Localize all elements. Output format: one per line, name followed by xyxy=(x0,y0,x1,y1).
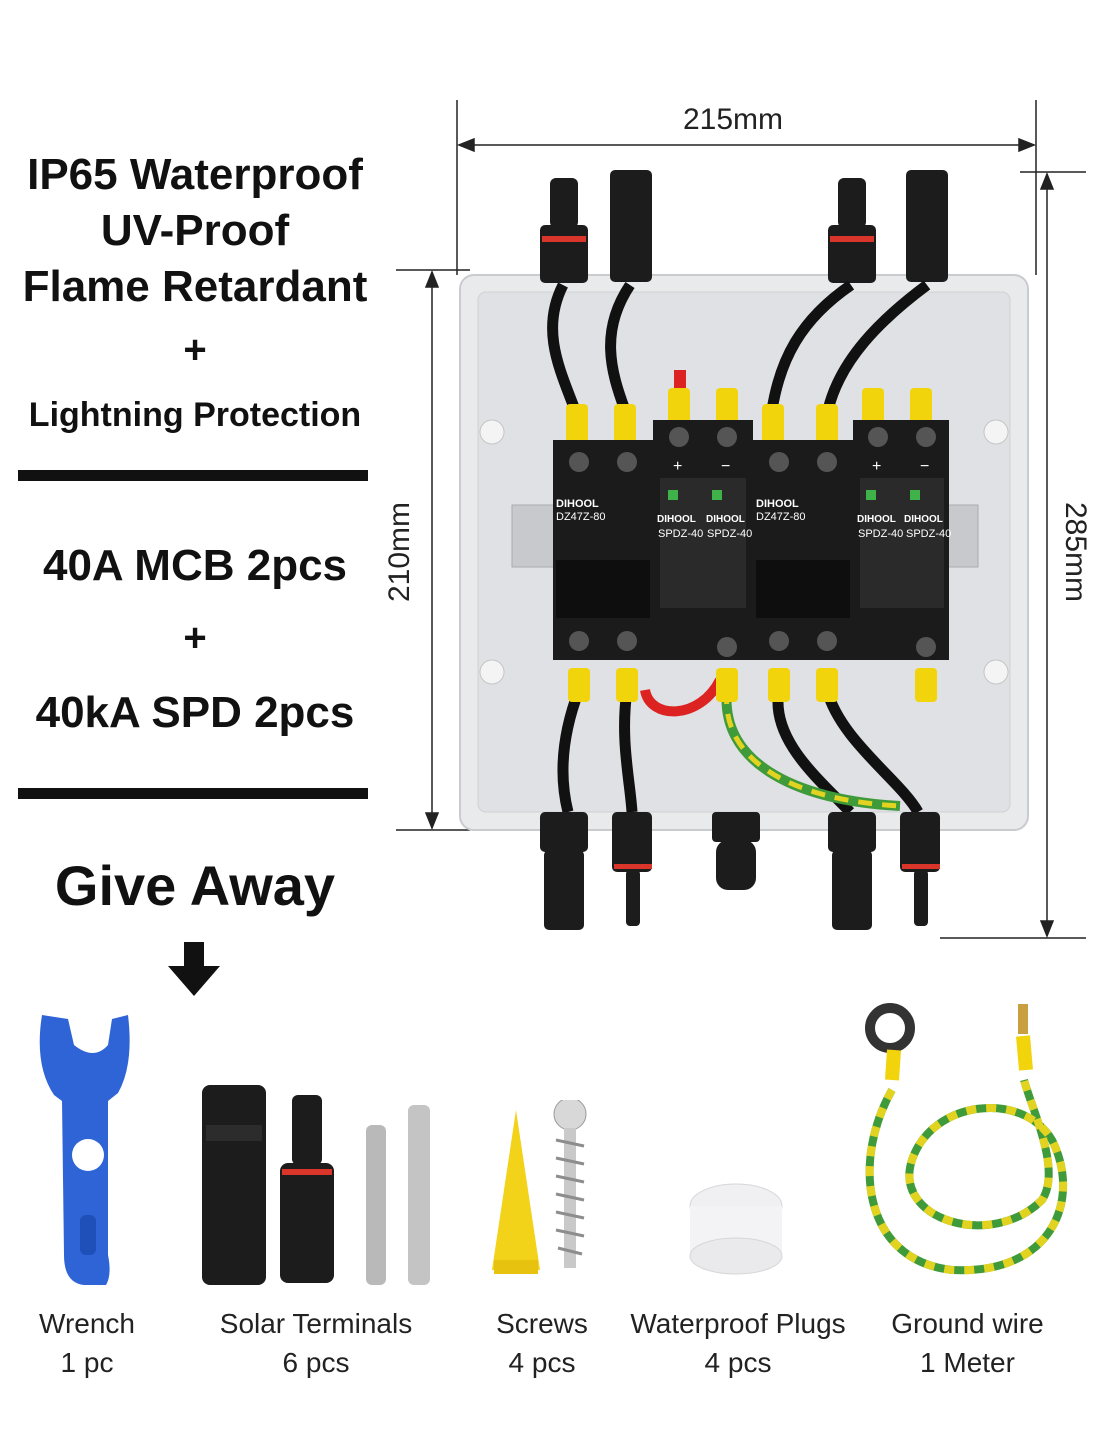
spd-brand-label: DIHOOL xyxy=(904,514,943,525)
accessory-name: Ground wire xyxy=(891,1308,1044,1339)
accessory-name: Solar Terminals xyxy=(219,1308,413,1339)
divider xyxy=(18,470,368,481)
ground-wire-icon xyxy=(865,1003,1068,1275)
feature-lightning-protection: Lightning Protection xyxy=(28,396,362,434)
plus-terminal-label: + xyxy=(872,458,882,475)
down-arrow-icon xyxy=(166,942,222,1003)
accessory-solar-terminals: Solar Terminals 6 pcs xyxy=(196,1304,436,1382)
mcb-brand-label: DIHOOL xyxy=(556,498,599,510)
accessory-waterproof-plugs: Waterproof Plugs 4 pcs xyxy=(618,1304,858,1382)
divider xyxy=(18,788,368,799)
spd-model-label: SPDZ-40 xyxy=(707,528,753,540)
spd-model-label: SPDZ-40 xyxy=(658,528,704,540)
accessory-ground-wire: Ground wire 1 Meter xyxy=(870,1304,1065,1382)
spd-model-label: SPDZ-40 xyxy=(906,528,952,540)
junction-box-illustration xyxy=(396,100,1086,939)
feature-flame-retardant: Flame Retardant xyxy=(22,262,368,311)
screws-icon xyxy=(492,1100,587,1274)
plus-terminal-label: + xyxy=(673,458,683,475)
minus-terminal-label: − xyxy=(721,458,731,475)
mcb-brand-label: DIHOOL xyxy=(756,498,799,510)
giveaway-title: Give Away xyxy=(54,854,336,917)
plus-sign: + xyxy=(183,616,207,660)
waterproof-plug-icon xyxy=(689,1183,783,1275)
mcb-model-label: DZ47Z-80 xyxy=(556,511,606,523)
accessory-qty: 1 Meter xyxy=(920,1347,1015,1378)
spd-brand-label: DIHOOL xyxy=(857,514,896,525)
plus-sign: + xyxy=(183,328,207,372)
feature-spd: 40kA SPD 2pcs xyxy=(35,688,355,737)
feature-mcb: 40A MCB 2pcs xyxy=(42,541,348,590)
accessory-name: Wrench xyxy=(39,1308,135,1339)
accessory-qty: 1 pc xyxy=(60,1347,114,1378)
accessory-wrench: Wrench 1 pc xyxy=(12,1304,162,1382)
solar-terminals-icon xyxy=(202,1085,430,1285)
minus-terminal-label: − xyxy=(920,458,930,475)
accessory-name: Waterproof Plugs xyxy=(630,1308,846,1339)
wrench-icon xyxy=(39,1015,130,1285)
spd-brand-label: DIHOOL xyxy=(657,514,696,525)
accessory-qty: 4 pcs xyxy=(508,1347,576,1378)
spd-model-label: SPDZ-40 xyxy=(858,528,904,540)
spd-brand-label: DIHOOL xyxy=(706,514,745,525)
accessory-qty: 6 pcs xyxy=(282,1347,350,1378)
feature-uv-proof: UV-Proof xyxy=(100,206,290,255)
accessory-qty: 4 pcs xyxy=(704,1347,772,1378)
accessory-name: Screws xyxy=(496,1308,588,1339)
feature-waterproof: IP65 Waterproof xyxy=(27,150,363,199)
width-dimension: 215mm xyxy=(683,103,784,136)
mcb-model-label: DZ47Z-80 xyxy=(756,511,806,523)
accessory-screws: Screws 4 pcs xyxy=(472,1304,612,1382)
